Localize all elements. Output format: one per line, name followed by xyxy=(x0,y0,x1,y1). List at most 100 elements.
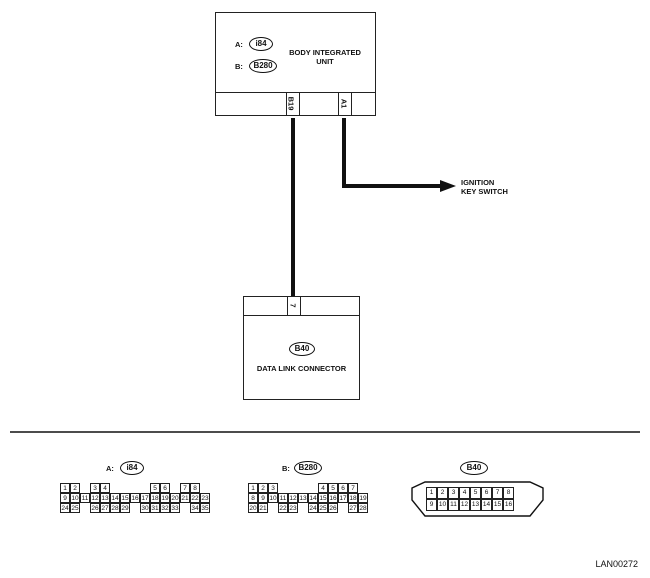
connector-pin: 26 xyxy=(328,503,338,513)
connector-b-code: B280 xyxy=(294,461,322,475)
connector-pin: 19 xyxy=(160,493,170,503)
body-unit-label-a: A: xyxy=(235,40,243,49)
connector-pin: 25 xyxy=(70,503,80,513)
connector-pin: 6 xyxy=(160,483,170,493)
connector-pin: 11 xyxy=(278,493,288,503)
connector-pin: 15 xyxy=(492,499,503,511)
connector-pin: 27 xyxy=(348,503,358,513)
connector-pin: 20 xyxy=(248,503,258,513)
connector-pin: 21 xyxy=(258,503,268,513)
connector-pin: 16 xyxy=(130,493,140,503)
data-link-connector-strip: 7 xyxy=(243,296,360,316)
body-unit-title-line2: UNIT xyxy=(316,57,334,66)
connector-pin: 14 xyxy=(110,493,120,503)
wire-a1-to-ignition xyxy=(342,118,440,188)
connector-pin: 14 xyxy=(308,493,318,503)
connector-pin: 1 xyxy=(426,487,437,499)
body-integrated-unit: A: i84 B: B280 BODY INTEGRATED UNIT xyxy=(215,12,376,93)
connector-pin: 34 xyxy=(190,503,200,513)
body-unit-label-b: B: xyxy=(235,62,243,71)
connector-pin: 9 xyxy=(426,499,437,511)
connector-pin: 12 xyxy=(90,493,100,503)
footer-code: LAN00272 xyxy=(595,559,638,569)
connector-pin: 13 xyxy=(100,493,110,503)
connector-pin: 19 xyxy=(358,493,368,503)
dlc-code: B40 xyxy=(289,342,315,356)
connector-pin: 24 xyxy=(308,503,318,513)
connector-pin: 6 xyxy=(338,483,348,493)
ignition-line1: IGNITION xyxy=(461,178,495,187)
connector-pin: 4 xyxy=(100,483,110,493)
connector-pin: 24 xyxy=(60,503,70,513)
connector-pin: 30 xyxy=(140,503,150,513)
connector-pin: 23 xyxy=(200,493,210,503)
connector-pin: 9 xyxy=(258,493,268,503)
connector-pin: 14 xyxy=(481,499,492,511)
connector-pin: 17 xyxy=(338,493,348,503)
connector-pin: 6 xyxy=(481,487,492,499)
connector-pin: 16 xyxy=(328,493,338,503)
b40-connector-outline xyxy=(411,481,544,517)
connector-pin: 20 xyxy=(170,493,180,503)
connector-pin: 31 xyxy=(150,503,160,513)
connector-pin: 16 xyxy=(503,499,514,511)
connector-pin: 3 xyxy=(90,483,100,493)
connector-pin: 10 xyxy=(437,499,448,511)
connector-pin: 13 xyxy=(298,493,308,503)
connector-pin: 17 xyxy=(140,493,150,503)
connector-pin: 28 xyxy=(358,503,368,513)
connector-pin: 32 xyxy=(160,503,170,513)
connector-pin: 5 xyxy=(150,483,160,493)
connector-pin: 3 xyxy=(268,483,278,493)
connector-pin: 21 xyxy=(180,493,190,503)
body-unit-title: BODY INTEGRATED UNIT xyxy=(280,48,370,66)
connector-pin: 28 xyxy=(110,503,120,513)
connector-pin: 1 xyxy=(60,483,70,493)
connector-b-label: B: xyxy=(282,464,290,473)
ignition-line2: KEY SWITCH xyxy=(461,187,508,196)
connector-pin: 15 xyxy=(318,493,328,503)
connector-pin: 7 xyxy=(348,483,358,493)
pin-a1-label: A1 xyxy=(339,98,349,109)
connector-pin: 27 xyxy=(100,503,110,513)
body-unit-code-a: i84 xyxy=(249,37,273,51)
connector-pin: 12 xyxy=(288,493,298,503)
connector-pin: 10 xyxy=(268,493,278,503)
connector-pin: 18 xyxy=(348,493,358,503)
connector-pin: 26 xyxy=(90,503,100,513)
body-unit-connector: B19 A1 xyxy=(215,92,376,116)
connector-pin: 13 xyxy=(470,499,481,511)
connector-pin: 7 xyxy=(180,483,190,493)
connector-pin: 1 xyxy=(248,483,258,493)
dlc-title: DATA LINK CONNECTOR xyxy=(256,364,347,373)
connector-a-label: A: xyxy=(106,464,114,473)
connector-pin: 11 xyxy=(80,493,90,503)
data-link-connector: B40 DATA LINK CONNECTOR xyxy=(243,315,360,400)
connector-pin: 10 xyxy=(70,493,80,503)
connector-pin: 8 xyxy=(190,483,200,493)
connector-pin: 12 xyxy=(459,499,470,511)
connector-pin: 7 xyxy=(492,487,503,499)
connector-pin: 23 xyxy=(288,503,298,513)
arrow-to-ignition xyxy=(440,180,456,192)
pin-7-cell: 7 xyxy=(287,297,301,315)
connector-pin: 11 xyxy=(448,499,459,511)
connector-pin: 15 xyxy=(120,493,130,503)
body-unit-title-line1: BODY INTEGRATED xyxy=(289,48,361,57)
connector-pin: 35 xyxy=(200,503,210,513)
connector-pin: 3 xyxy=(448,487,459,499)
pin-7-label: 7 xyxy=(288,303,298,308)
pin-b19-cell: B19 xyxy=(286,93,300,115)
connector-pin: 8 xyxy=(503,487,514,499)
body-unit-code-b: B280 xyxy=(249,59,277,73)
connector-pin: 4 xyxy=(318,483,328,493)
pin-b19-label: B19 xyxy=(286,96,296,111)
connector-pin: 2 xyxy=(437,487,448,499)
connector-pin: 22 xyxy=(190,493,200,503)
pin-a1-cell: A1 xyxy=(338,93,352,115)
connector-pin: 8 xyxy=(248,493,258,503)
connector-pin: 25 xyxy=(318,503,328,513)
